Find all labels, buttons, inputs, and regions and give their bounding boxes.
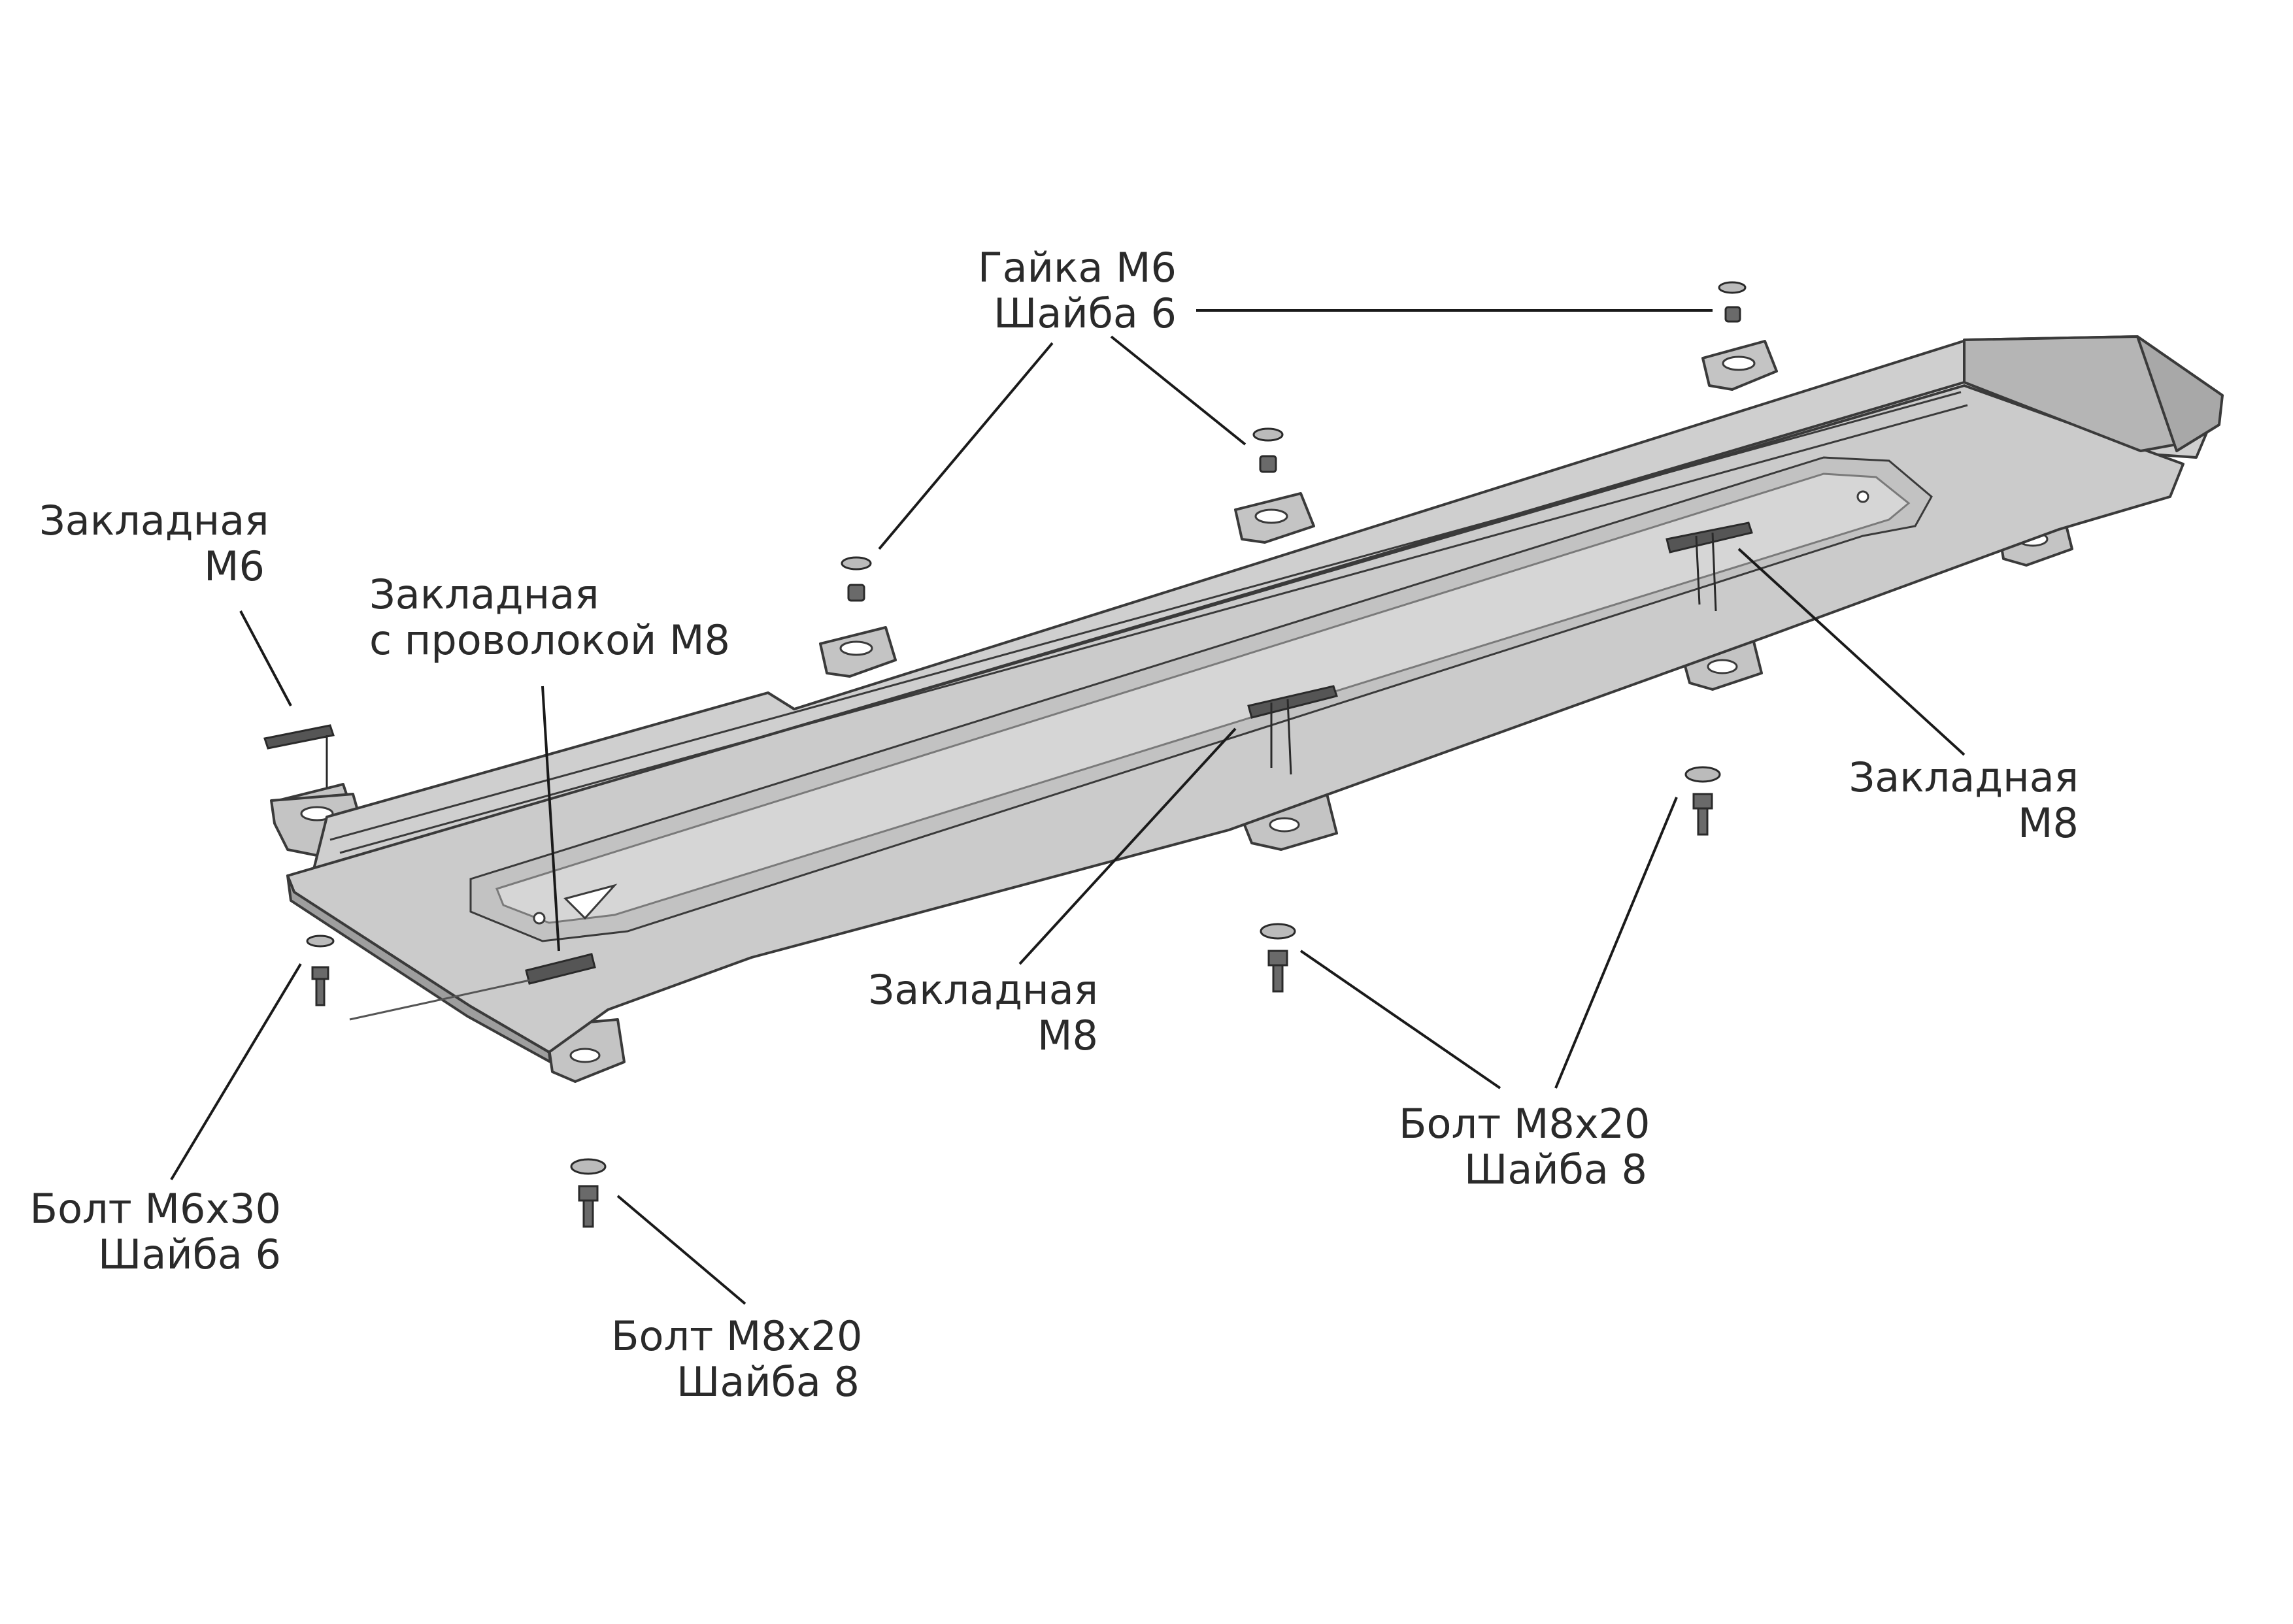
- embed-m8-right-wire: [1711, 532, 1717, 612]
- nut-m6-mid: [1259, 455, 1277, 473]
- label-embed-m8-center: Закладная М8: [850, 967, 1098, 1059]
- washer-6-bolt-left: [306, 935, 335, 948]
- bolt-m8-right-head: [1692, 793, 1713, 810]
- embed-wire-m8-bar: [525, 953, 596, 985]
- label-bolt-m6-left-line1: Болт М6х30: [29, 1185, 281, 1233]
- label-nut-m6: Гайка М6 Шайба 6: [961, 245, 1177, 337]
- leader-bolt-bottom: [616, 1195, 746, 1305]
- nut-m6-left: [847, 584, 865, 602]
- leader-embed-wire-m8: [541, 686, 560, 952]
- tab-hole: [569, 1048, 601, 1063]
- leader-bolt-m6: [170, 963, 302, 1181]
- bolt-m8-bottom-head: [578, 1185, 599, 1202]
- label-bolt-m8-right-line2: Шайба 8: [1464, 1146, 1647, 1193]
- bolt-m6-head: [311, 966, 329, 980]
- label-embed-m8-right-line1: Закладная: [1849, 754, 2079, 801]
- label-embed-m8-center-line1: Закладная: [868, 966, 1098, 1014]
- leader-nut-left: [878, 342, 1054, 550]
- label-embed-wire-m8-line1: Закладная: [369, 571, 599, 618]
- tab-hole: [1269, 817, 1300, 833]
- embed-wire-m8-wire: [349, 979, 530, 1021]
- leader-lines: [170, 309, 1966, 1305]
- bolt-m8-bottom-shank: [582, 1199, 594, 1228]
- bolt-m6-shank: [315, 978, 326, 1006]
- label-embed-m6-line1: Закладная: [39, 497, 269, 544]
- bolt-m8-center-shank: [1272, 964, 1284, 993]
- tab-hole: [1722, 356, 1756, 371]
- label-embed-m8-right-line2: М8: [2018, 799, 2079, 847]
- label-embed-m6: Закладная М6: [39, 497, 269, 590]
- label-embed-m6-line2: М6: [204, 542, 265, 590]
- embed-m8-center-wire: [1286, 699, 1292, 775]
- label-bolt-m6-left: Болт М6х30 Шайба 6: [26, 1186, 281, 1278]
- label-embed-m8-center-line2: М8: [1037, 1012, 1098, 1059]
- washer-8-bolt-right: [1684, 766, 1721, 783]
- washer-6-mid: [1252, 427, 1284, 442]
- leader-nut-mid: [1110, 335, 1247, 446]
- label-bolt-m6-left-line2: Шайба 6: [98, 1231, 281, 1278]
- label-embed-m8-right: Закладная М8: [1830, 755, 2079, 846]
- hardware: [306, 281, 1747, 1228]
- washer-8-bolt-bottom: [570, 1158, 607, 1175]
- front-end-bevel: [2136, 335, 2224, 452]
- washer-6-top-right: [1718, 281, 1747, 294]
- bolt-m8-right-shank: [1697, 807, 1709, 836]
- label-embed-wire-m8-line2: с проволокой М8: [369, 616, 730, 664]
- label-nut-m6-line1: Гайка М6: [977, 244, 1177, 291]
- leader-embed-m6: [239, 610, 292, 706]
- tab-hole: [1707, 659, 1738, 674]
- nut-m6-top-right: [1724, 306, 1741, 323]
- label-embed-wire-m8: Закладная с проволокой М8: [369, 572, 735, 663]
- direction-arrow-icon: [563, 884, 618, 920]
- tab-hole: [839, 640, 873, 656]
- recess-hole: [533, 912, 546, 925]
- label-bolt-m8-right: Болт М8х20 Шайба 8: [1399, 1100, 1650, 1193]
- label-bolt-m8-bottom-line1: Болт М8х20: [611, 1312, 863, 1360]
- recess-hole: [1856, 490, 1869, 503]
- label-bolt-m8-bottom: Болт М8х20 Шайба 8: [611, 1312, 863, 1406]
- leader-bolt-right-b: [1554, 797, 1678, 1089]
- washer-8-bolt-center: [1260, 923, 1296, 940]
- label-bolt-m8-right-line1: Болт М8х20: [1399, 1100, 1650, 1148]
- stiffening-beads: [329, 391, 1968, 942]
- label-nut-m6-line2: Шайба 6: [994, 290, 1177, 337]
- bead-line-inner: [339, 404, 1968, 854]
- embed-m8-right-wire: [1695, 535, 1701, 605]
- embedded-nuts: [263, 522, 1753, 1021]
- leader-embed-m8-center: [1018, 727, 1237, 965]
- tab-hole: [300, 806, 334, 821]
- plate-bottom-edge: [286, 874, 552, 1063]
- bolt-m8-center-head: [1267, 950, 1288, 967]
- washer-6-left: [841, 556, 872, 571]
- label-bolt-m8-bottom-line2: Шайба 8: [677, 1358, 860, 1406]
- embed-m6-bar: [263, 724, 335, 750]
- leader-embed-m8-right: [1737, 548, 1966, 756]
- recess-inner: [495, 472, 1911, 924]
- leader-bolt-right-a: [1299, 950, 1501, 1089]
- tab-hole: [1254, 508, 1288, 524]
- embed-m8-right-bar: [1665, 522, 1753, 554]
- bead-line-outer: [329, 391, 1962, 841]
